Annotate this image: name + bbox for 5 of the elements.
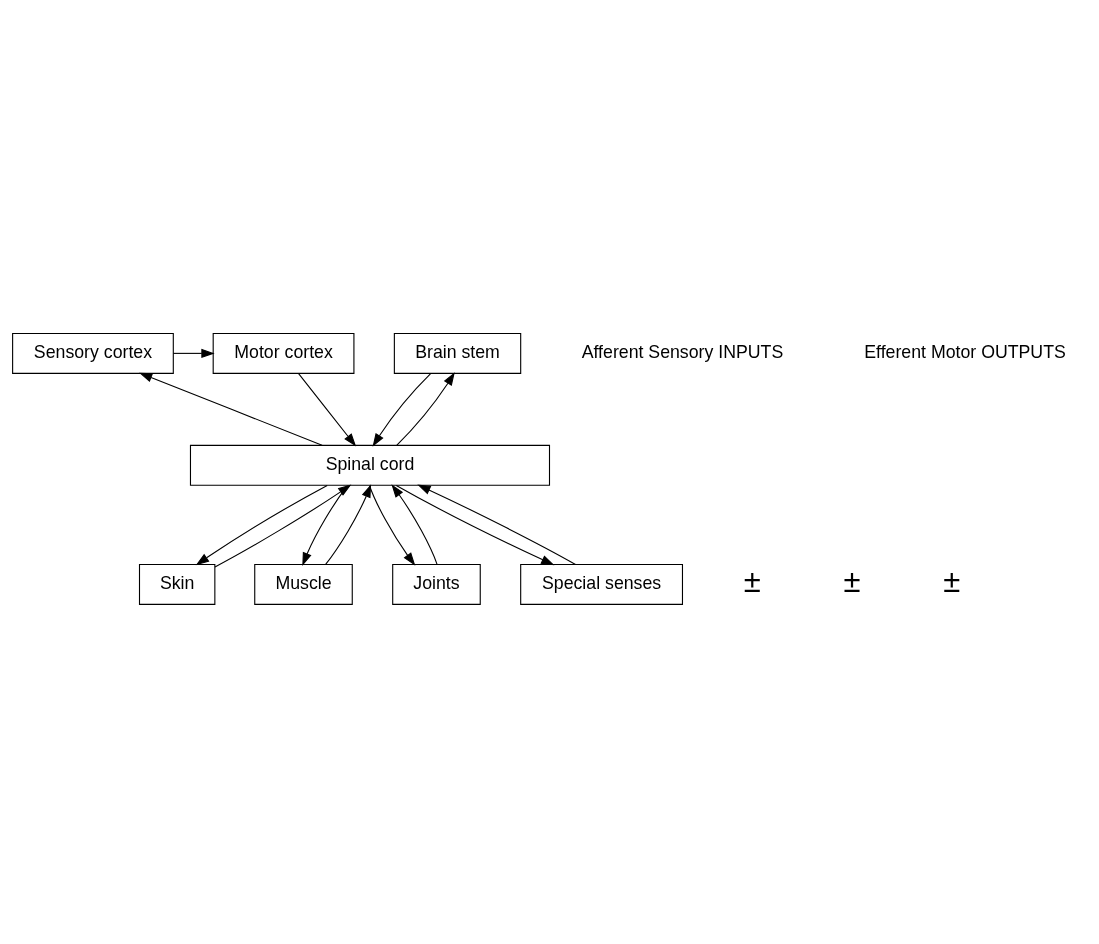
label: ± [743, 563, 761, 599]
label: ± [843, 563, 861, 599]
label: ± [943, 563, 961, 599]
label: Afferent Sensory INPUTS [581, 341, 784, 362]
label: Efferent Motor OUTPUTS [864, 341, 1066, 362]
